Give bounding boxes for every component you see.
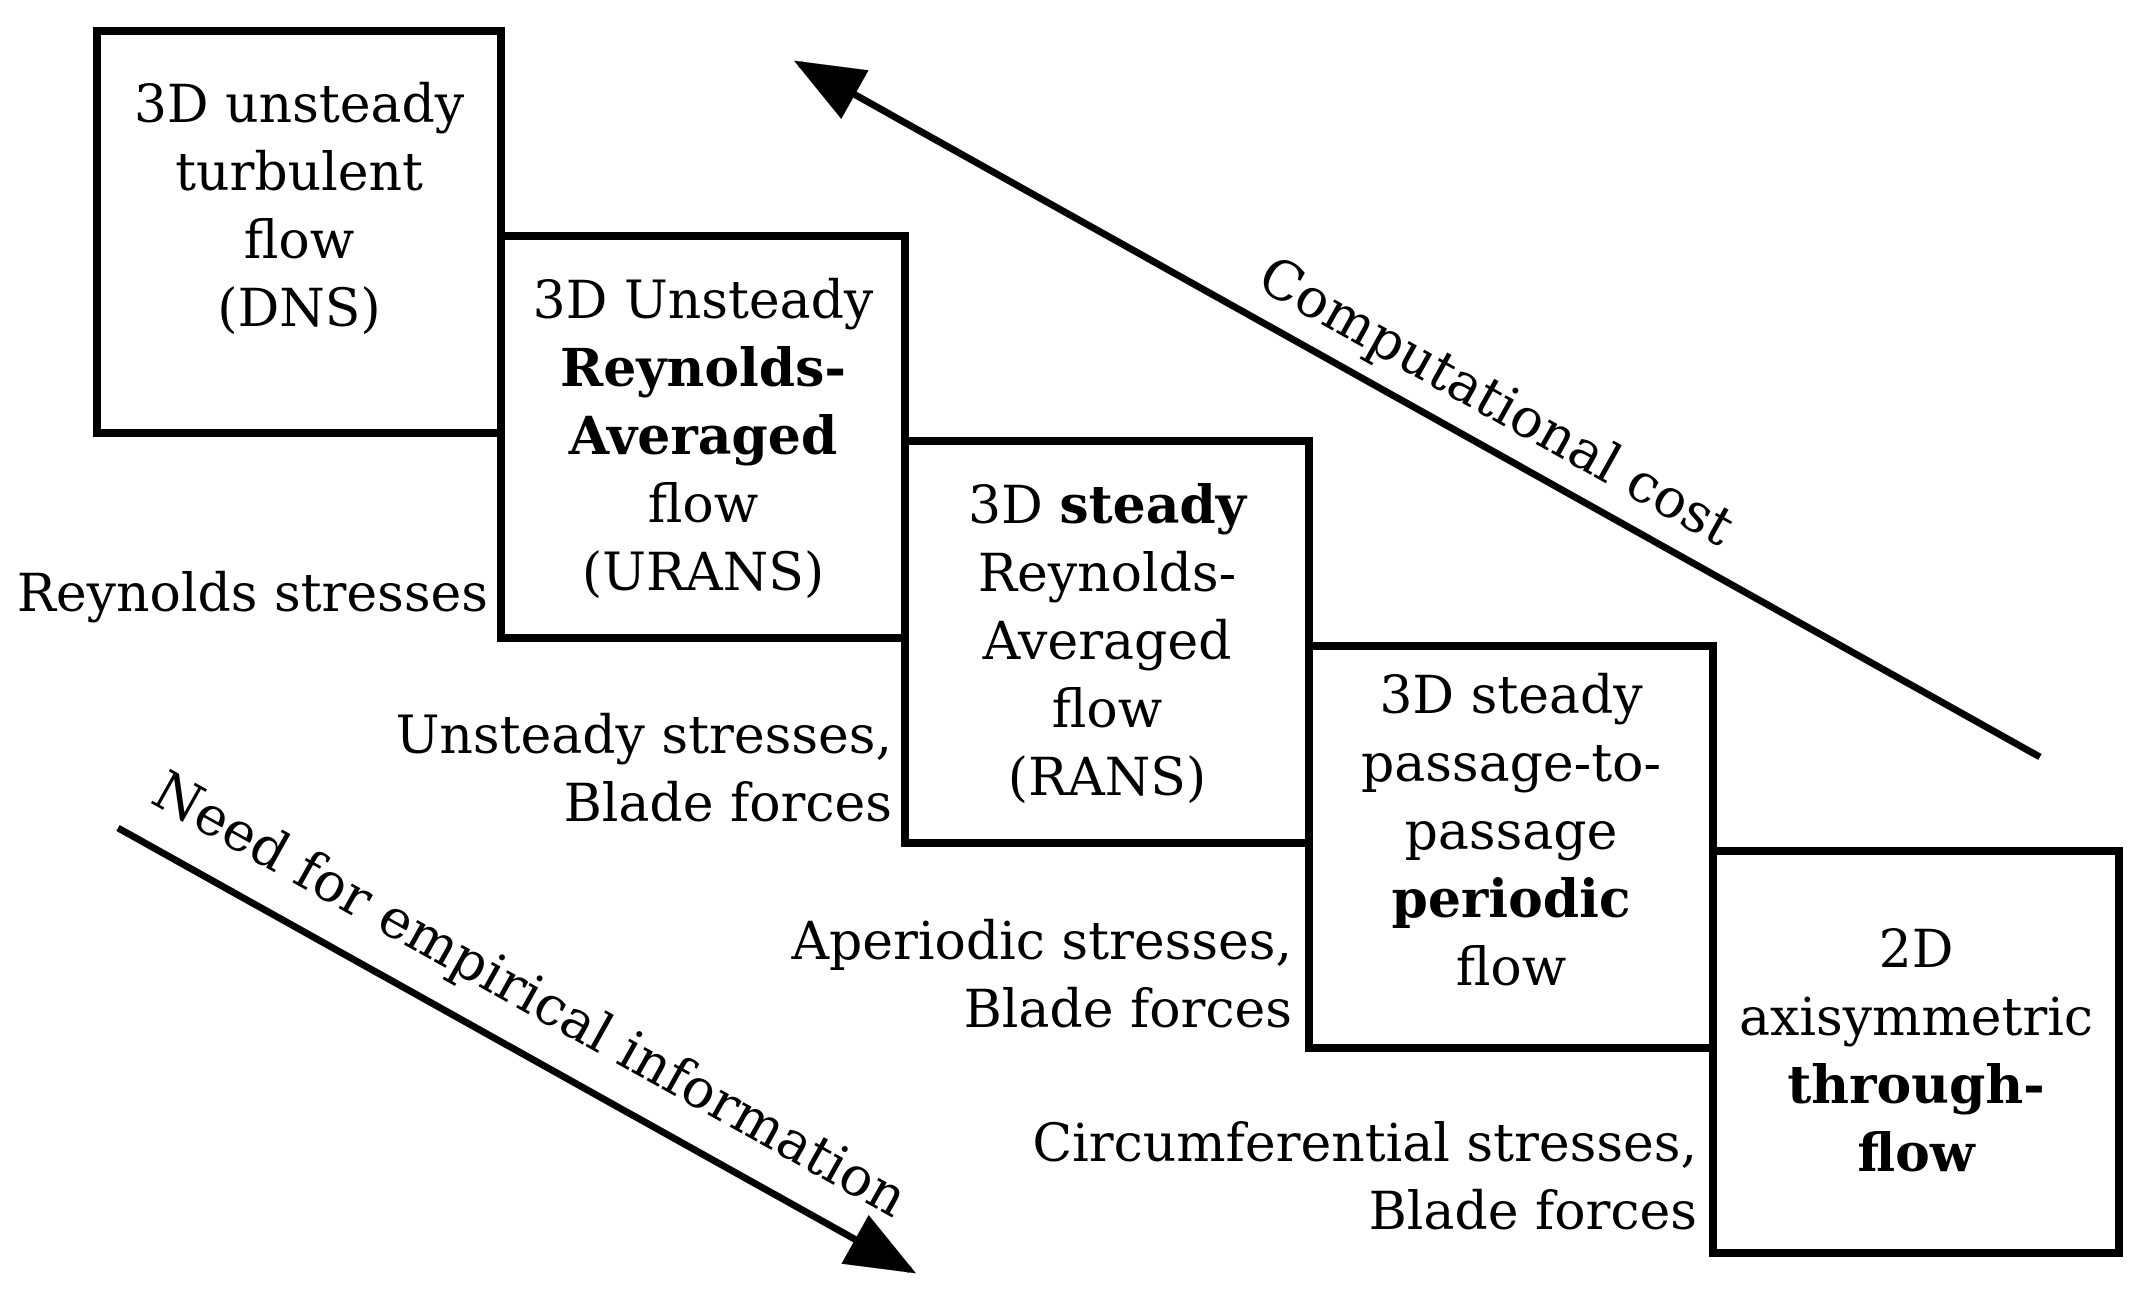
box-rans-line-2: Reynolds- <box>977 544 1237 604</box>
box-dns-line-4: (DNS) <box>217 279 381 339</box>
box-dns-line-1: 3D unsteady <box>133 75 465 135</box>
box-dns-line-3: flow <box>243 211 355 271</box>
label-unsteady-stresses: Unsteady stresses, Blade forces <box>396 702 892 838</box>
box-urans-line-1: 3D Unsteady <box>532 271 874 331</box>
box-throughflow-line-1: 2D <box>1878 920 1954 980</box>
label-unsteady-line-2: Blade forces <box>563 774 892 834</box>
box-passage-line-2: passage-to- <box>1360 734 1662 794</box>
label-circumferential-line-2: Blade forces <box>1368 1182 1697 1242</box>
label-circumferential-line-1: Circumferential stresses, <box>1032 1114 1697 1174</box>
box-rans-line-1-bold: steady <box>1059 475 1246 536</box>
box-dns: 3D unsteady turbulent flow (DNS) <box>93 27 505 437</box>
box-rans-line-1-pre: 3D <box>968 476 1060 536</box>
label-unsteady-line-1: Unsteady stresses, <box>395 706 892 766</box>
label-reynolds-stresses: Reynolds stresses <box>17 560 488 628</box>
box-urans-line-4: flow <box>647 475 759 535</box>
box-rans-line-4: flow <box>1051 680 1163 740</box>
box-passage-line-5: flow <box>1455 938 1567 998</box>
box-throughflow-line-3: through- <box>1787 1055 2045 1116</box>
box-dns-line-2: turbulent <box>175 143 423 203</box>
box-rans-line-3: Averaged <box>982 612 1232 672</box>
box-urans: 3D Unsteady Reynolds- Averaged flow (URA… <box>497 232 909 642</box>
computational-cost-arrow <box>793 60 2042 761</box>
box-urans-line-2: Reynolds- <box>560 338 846 399</box>
label-circumferential-stresses: Circumferential stresses, Blade forces <box>1032 1110 1697 1246</box>
label-aperiodic-line-2: Blade forces <box>963 980 1292 1040</box>
box-rans-line-1: 3D steady <box>968 472 1246 540</box>
label-aperiodic-stresses: Aperiodic stresses, Blade forces <box>791 908 1292 1044</box>
label-aperiodic-line-1: Aperiodic stresses, <box>791 912 1292 972</box>
box-throughflow: 2D axisymmetric through- flow <box>1709 847 2123 1257</box>
box-urans-line-5: (URANS) <box>581 543 825 603</box>
box-passage-line-1: 3D steady <box>1379 666 1643 726</box>
box-throughflow-line-2: axisymmetric <box>1739 988 2093 1048</box>
box-passage-line-3: passage <box>1404 802 1618 862</box>
box-passage: 3D steady passage-to- passage periodic f… <box>1305 642 1717 1052</box>
empirical-information-arrow <box>116 824 917 1274</box>
box-urans-line-3: Averaged <box>568 406 838 467</box>
box-rans-line-5: (RANS) <box>1007 748 1207 808</box>
box-throughflow-line-4: flow <box>1857 1123 1975 1184</box>
box-rans: 3D steady Reynolds- Averaged flow (RANS) <box>901 437 1313 847</box>
label-reynolds-stresses-text: Reynolds stresses <box>16 564 488 624</box>
box-passage-line-4: periodic <box>1391 869 1631 930</box>
